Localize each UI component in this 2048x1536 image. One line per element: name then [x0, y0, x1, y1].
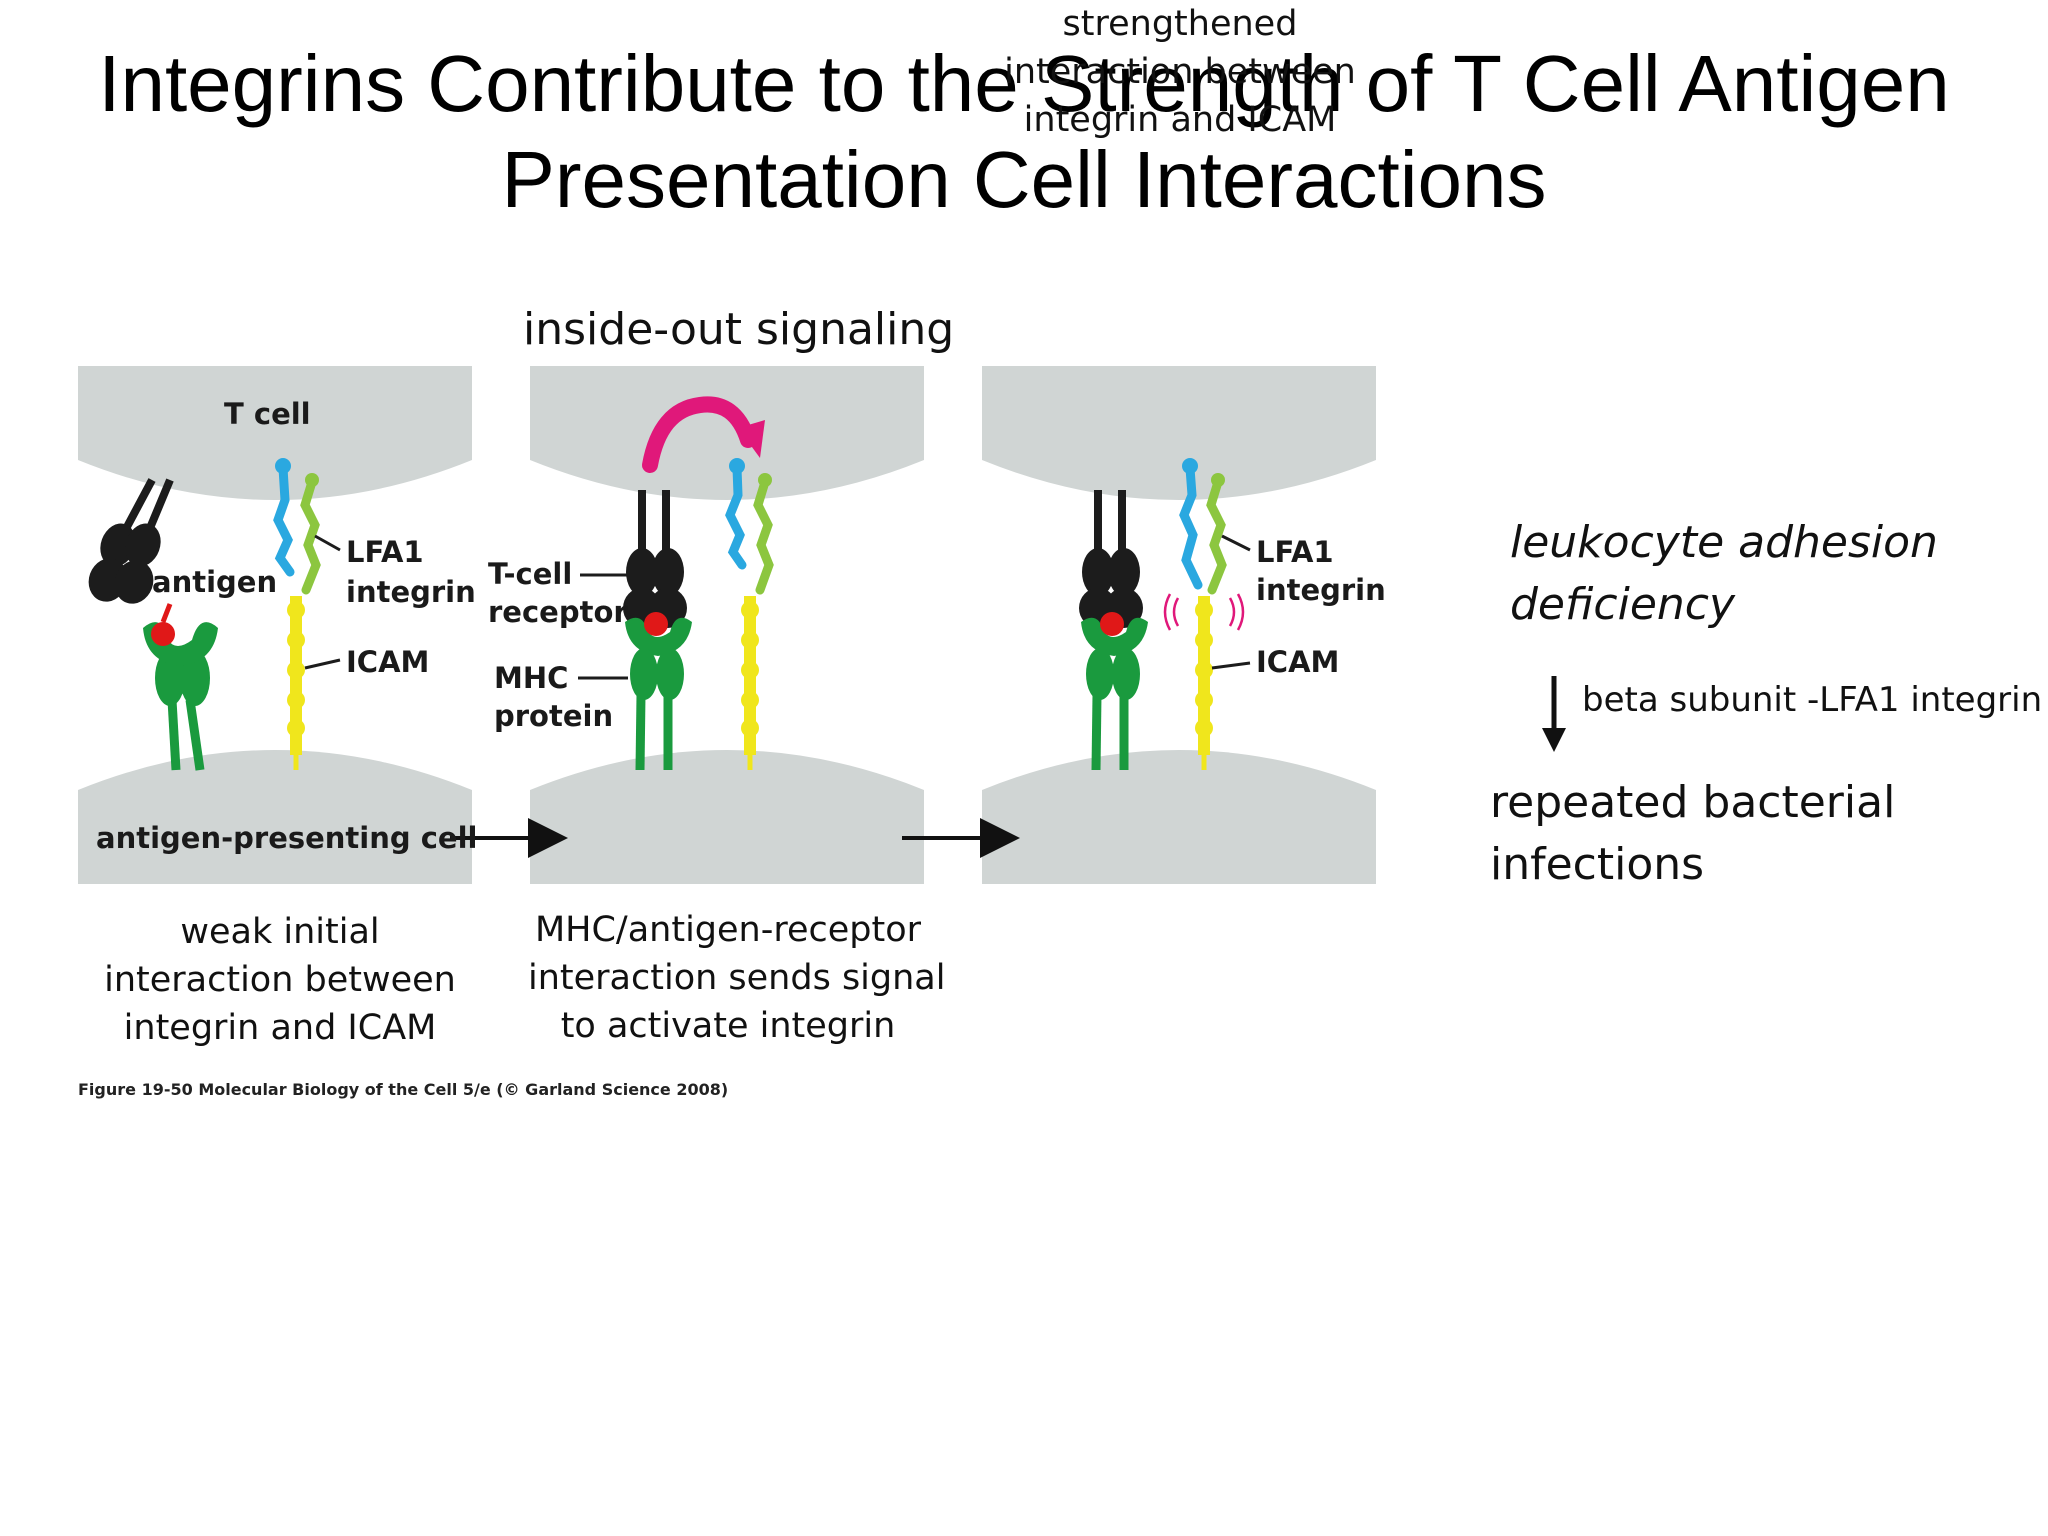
panel-1	[78, 366, 472, 884]
label-integrin-1: integrin	[346, 575, 476, 609]
label-leaders-2	[578, 573, 1020, 858]
down-arrow	[1542, 676, 1566, 752]
label-lfa1-1: LFA1	[346, 535, 424, 569]
mhc-protein-3	[1081, 612, 1148, 771]
label-icam-3: ICAM	[1256, 645, 1339, 679]
t-cell-receptor-3	[1079, 490, 1143, 628]
signal-arrow	[642, 396, 765, 473]
label-antigen: antigen	[152, 565, 277, 599]
label-mhc-line1: MHC	[494, 661, 568, 695]
label-tcr-line1: T-cell	[488, 557, 572, 591]
label-t-cell: T cell	[224, 397, 311, 431]
apc-membrane-2	[530, 750, 924, 884]
label-integrin-3: integrin	[1256, 573, 1386, 607]
disease-name: leukocyte adhesion deficiency	[1510, 517, 1938, 630]
caption-panel-3: strengthened interaction between integri…	[1004, 4, 1356, 140]
antigen-dot-2	[644, 612, 668, 636]
outcome-note: repeated bacterial infections	[1490, 777, 1896, 890]
label-leaders-3	[1211, 534, 1251, 670]
figure-credit: Figure 19-50 Molecular Biology of the Ce…	[78, 1080, 729, 1099]
caption-panel-2: MHC/antigen-receptor interaction sends s…	[528, 910, 946, 1046]
caption-panel-1: weak initial interaction between integri…	[104, 912, 456, 1048]
antigen-dot-1	[151, 622, 175, 646]
apc-membrane-3	[982, 750, 1376, 884]
panel-3	[982, 366, 1376, 884]
label-lfa1-3: LFA1	[1256, 535, 1334, 569]
label-leaders-1	[304, 534, 568, 858]
t-cell-receptor-tilted	[88, 478, 174, 604]
t-cell-receptor-2	[623, 490, 687, 628]
t-cell-membrane-2	[530, 366, 924, 500]
mhc-protein-2	[625, 612, 692, 771]
antigen-dot-3	[1100, 612, 1124, 636]
label-mhc-line2: protein	[494, 699, 613, 733]
apc-membrane-1	[78, 750, 472, 884]
label-apc: antigen-presenting cell	[96, 821, 477, 855]
integrin-icam-3	[1163, 458, 1245, 770]
t-cell-membrane-1	[78, 366, 472, 500]
mutation-note: beta subunit -LFA1 integrin	[1582, 680, 2043, 720]
slide-title-line-1: Integrins Contribute to the Strength of …	[98, 39, 1950, 128]
label-tcr-line2: receptor	[488, 595, 628, 629]
slide-title-line-2: Presentation Cell Interactions	[501, 135, 1547, 224]
activation-marks	[1163, 593, 1245, 631]
mhc-protein-1	[143, 603, 218, 771]
slide-title: Integrins Contribute to the Strength of …	[0, 36, 2048, 228]
panel-2	[530, 366, 924, 884]
diagram-heading: inside-out signaling	[523, 304, 955, 355]
label-icam-1: ICAM	[346, 645, 429, 679]
t-cell-membrane-3	[982, 366, 1376, 500]
integrin-icam-1	[273, 458, 321, 770]
integrin-icam-2	[725, 458, 774, 770]
